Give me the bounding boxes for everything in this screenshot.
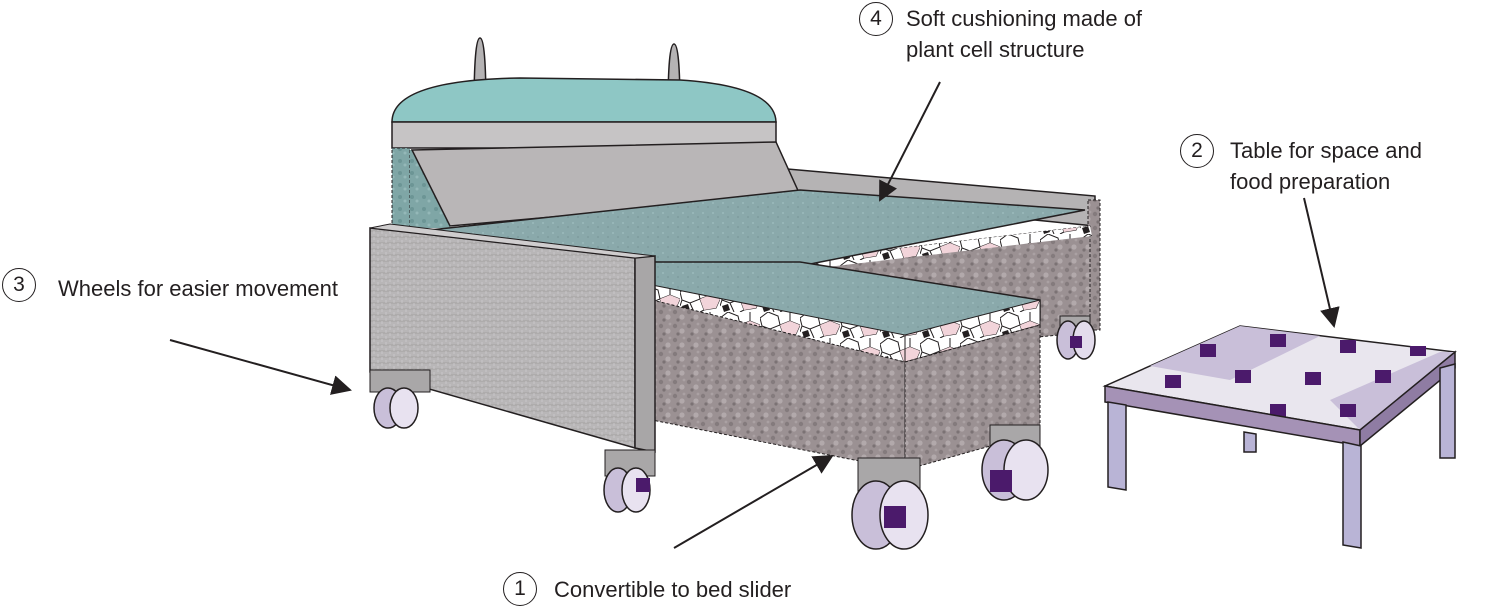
- wheel-icon: [981, 424, 1049, 501]
- callout-label-2-line-1: Table for space and: [1230, 138, 1423, 163]
- callout-label-4-line-1: Soft cushioning made of: [906, 6, 1143, 31]
- bed-slider: [651, 261, 1041, 471]
- arrow-icon: [169, 339, 352, 395]
- wheel-icon: [851, 457, 929, 550]
- wheel-icon: [1056, 315, 1096, 360]
- arrow-icon: [879, 81, 941, 202]
- arrow-icon: [673, 454, 834, 549]
- callout-number-3: 3: [2, 268, 36, 302]
- callout-number-2: 2: [1180, 134, 1214, 168]
- callout-label-2-line-2: food preparation: [1230, 169, 1391, 194]
- callout-label-1: Convertible to bed slider: [554, 577, 792, 602]
- callout-number-4: 4: [859, 2, 893, 36]
- arrow-icon: [1303, 197, 1340, 328]
- headboard: [391, 37, 777, 231]
- callout-number-1: 1: [503, 572, 537, 606]
- callout-label-3: Wheels for easier movement: [58, 276, 338, 301]
- wheel-icon: [369, 369, 431, 429]
- table: [1102, 325, 1457, 549]
- callout-label-4-line-2: plant cell structure: [906, 37, 1085, 62]
- wheel-icon: [603, 449, 656, 513]
- side-panel: [369, 223, 656, 453]
